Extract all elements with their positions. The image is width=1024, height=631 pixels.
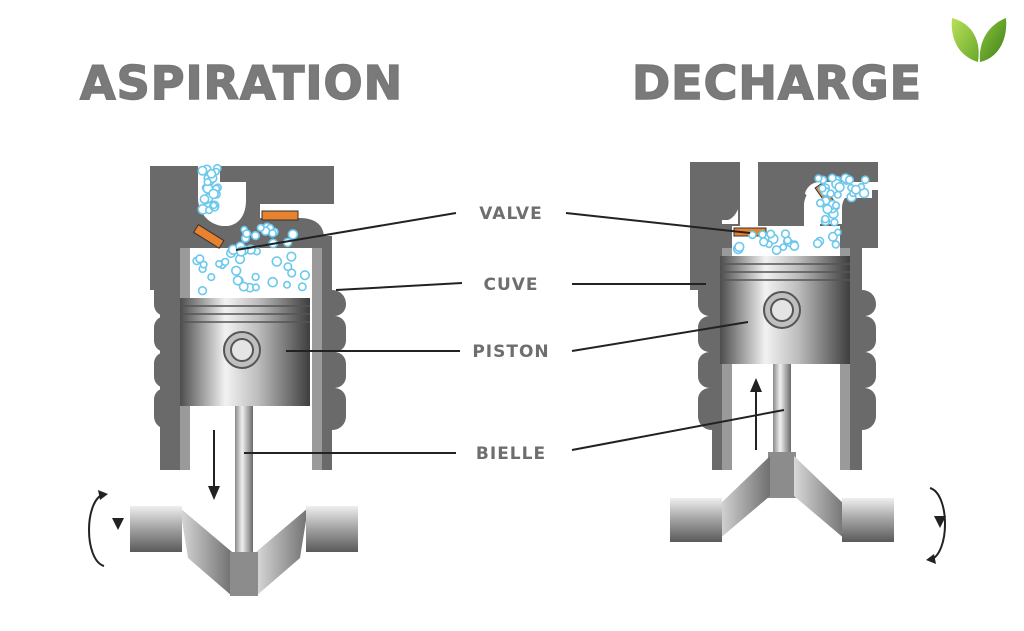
fluid-droplet: [862, 176, 869, 183]
fluid-droplet: [201, 261, 207, 267]
fluid-droplet: [222, 259, 229, 266]
fluid-droplet: [832, 241, 839, 248]
fluid-droplet: [269, 230, 276, 237]
fluid-droplet: [759, 231, 766, 238]
fluid-droplet: [208, 274, 215, 281]
fluid-droplet: [782, 230, 790, 238]
fluid-droplet: [268, 278, 277, 287]
fluid-droplet: [829, 174, 836, 181]
cylinder-wall-right-side: [322, 236, 346, 470]
fluid-droplet: [207, 170, 215, 178]
fluid-droplet: [835, 229, 841, 235]
fluid-droplet: [835, 183, 844, 192]
fluid-droplet: [252, 274, 259, 281]
rotate-cw-icon: [926, 488, 946, 564]
fluid-droplet: [287, 252, 296, 261]
fluid-droplet: [198, 167, 206, 175]
fluid-droplet: [817, 200, 824, 207]
connecting-rod-left: [235, 406, 253, 554]
fluid-droplet: [735, 243, 744, 252]
fluid-droplet: [831, 219, 838, 226]
fluid-droplet: [767, 230, 774, 237]
fluid-droplet: [199, 287, 207, 295]
fluid-droplet: [232, 266, 241, 275]
fluid-droplet: [815, 175, 822, 182]
fluid-droplet: [852, 186, 860, 194]
fluid-droplet: [284, 282, 290, 288]
fluid-droplet: [200, 195, 208, 203]
fluid-droplet: [240, 282, 248, 290]
fluid-droplet: [814, 240, 822, 248]
fluid-droplet: [823, 205, 832, 214]
fluid-droplet: [827, 190, 834, 197]
fluid-droplet: [252, 232, 260, 240]
fluid-droplet: [204, 179, 211, 186]
pump-aspiration: [89, 166, 358, 596]
fluid-droplet: [790, 242, 798, 250]
arrow-down-icon: [208, 430, 220, 500]
fluid-droplet: [257, 225, 264, 232]
fluid-droplet: [760, 238, 768, 246]
fluid-droplet: [299, 283, 306, 290]
fluid-droplet: [833, 202, 840, 209]
fluid-droplet: [301, 271, 310, 280]
fluid-droplet: [211, 202, 217, 208]
fluid-droplet: [243, 230, 250, 237]
fluid-droplet: [773, 246, 781, 254]
fluid-droplet: [846, 176, 853, 183]
valve-left-outlet: [262, 211, 298, 220]
fluid-droplet: [288, 230, 297, 239]
fluid-droplet: [253, 284, 259, 290]
rotate-ccw-icon: [89, 490, 124, 566]
fluid-droplet: [819, 185, 826, 192]
fluid-droplet: [272, 257, 281, 266]
pump-decharge: [670, 162, 946, 564]
fluid-droplet: [835, 192, 841, 198]
fluid-droplet: [288, 269, 296, 277]
cylinder-wall-right-pump-right: [850, 248, 876, 470]
fluid-droplet: [209, 189, 218, 198]
fluid-droplet: [822, 216, 829, 223]
leaf-logo-icon: [952, 18, 1007, 62]
